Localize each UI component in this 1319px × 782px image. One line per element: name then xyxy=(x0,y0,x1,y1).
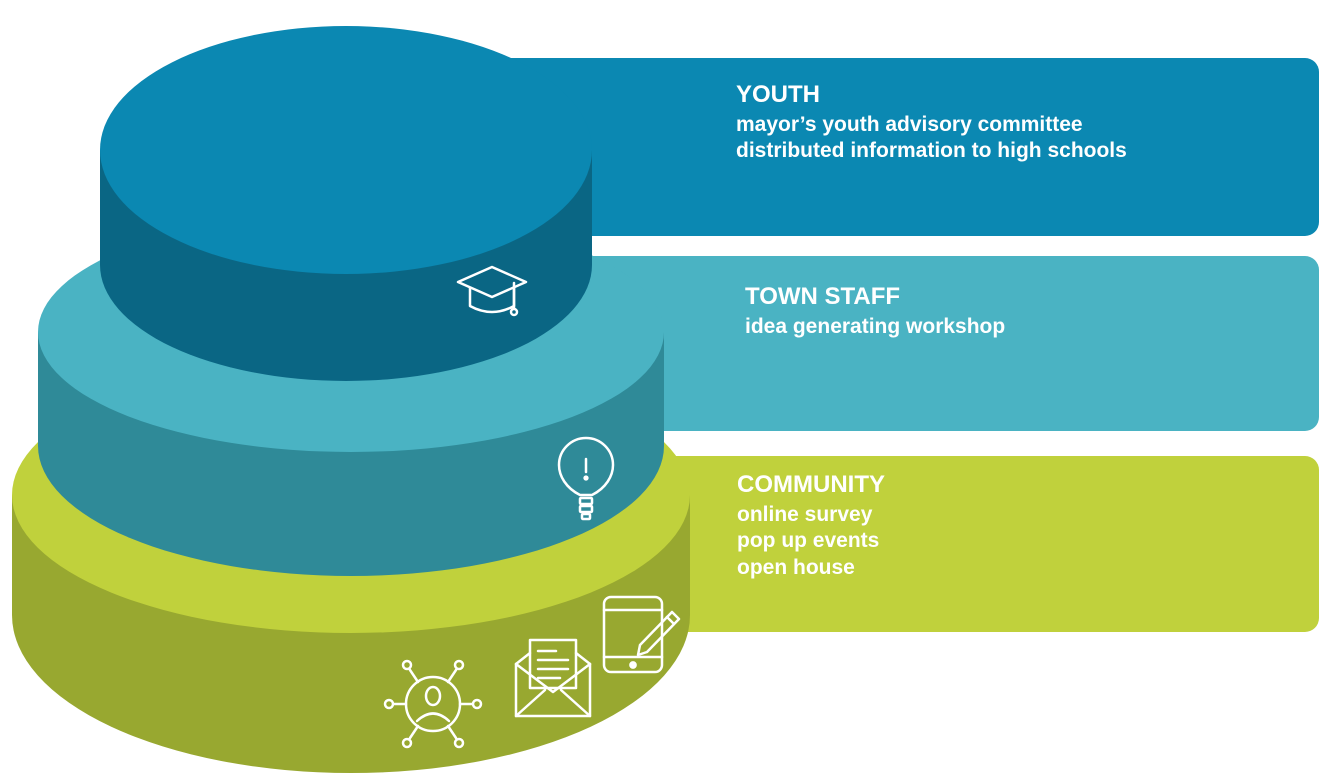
community-title: COMMUNITY xyxy=(737,471,885,498)
community-line: pop up events xyxy=(737,529,880,553)
town-staff-title: TOWN STAFF xyxy=(745,283,901,310)
youth-label: YOUTH mayor’s youth advisory committee d… xyxy=(736,80,1127,165)
youth-band xyxy=(470,58,1319,236)
youth-line: distributed information to high schools xyxy=(736,139,1127,163)
youth-cylinder xyxy=(100,26,592,381)
youth-title: YOUTH xyxy=(736,81,820,108)
graduation-cap-icon xyxy=(456,265,528,317)
town-staff-line: idea generating workshop xyxy=(745,315,1006,338)
community-line: open house xyxy=(737,555,855,579)
youth-line: mayor’s youth advisory committee xyxy=(736,113,1083,136)
youth-cylinder-top xyxy=(100,26,592,274)
town-staff-label: TOWN STAFF idea generating workshop xyxy=(745,282,1005,340)
community-line: online survey xyxy=(737,503,873,526)
community-label: COMMUNITY online survey pop up events op… xyxy=(737,470,885,581)
email-document-icon xyxy=(514,638,592,718)
network-person-icon xyxy=(383,659,483,749)
lightbulb-icon xyxy=(557,436,615,521)
tablet-pen-icon xyxy=(602,595,681,674)
